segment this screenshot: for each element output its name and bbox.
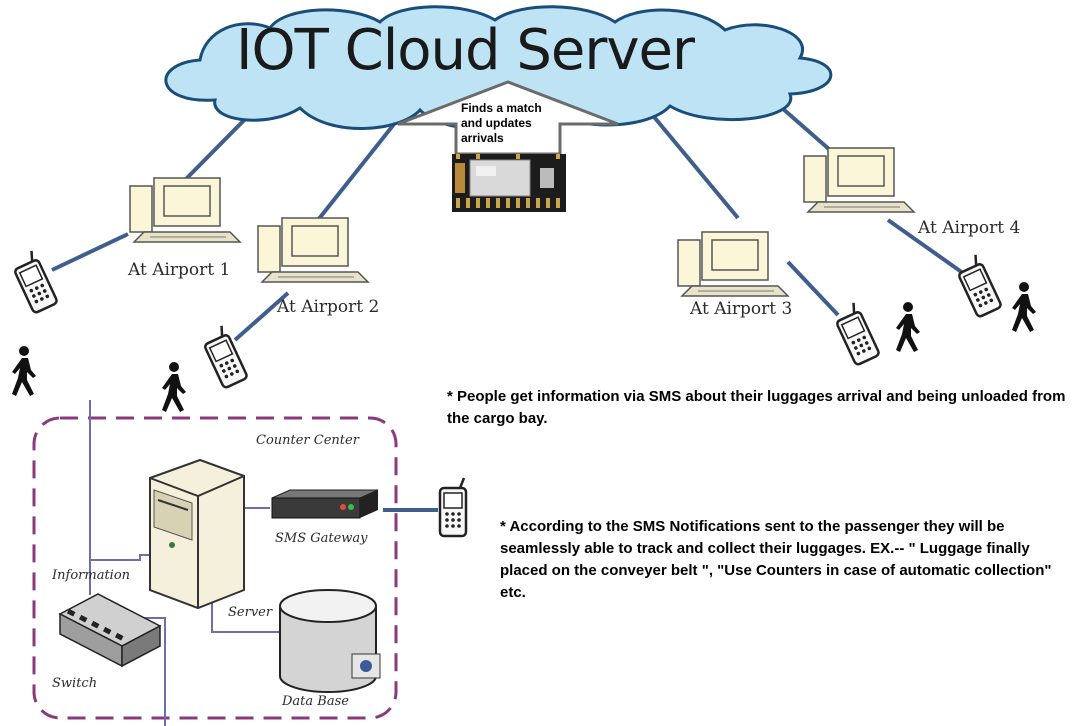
airport2-computer-icon bbox=[257, 217, 369, 283]
airport3-computer-icon bbox=[677, 231, 789, 297]
link-cloud-airport3 bbox=[638, 98, 740, 220]
cloud-shape bbox=[164, 5, 833, 131]
counter-center-label: Counter Center bbox=[256, 433, 359, 448]
airport4-label: At Airport 4 bbox=[918, 218, 1021, 238]
airport1-label: At Airport 1 bbox=[128, 260, 231, 280]
database-label: Data Base bbox=[282, 694, 349, 709]
sms-info-note: * People get information via SMS about t… bbox=[447, 388, 1066, 427]
counter-center-box bbox=[32, 416, 398, 720]
notifications-note: * According to the SMS Notifications sen… bbox=[500, 518, 1052, 601]
server-icon bbox=[149, 458, 245, 610]
airport2-person-icon bbox=[162, 362, 186, 412]
airport1-computer-icon bbox=[129, 177, 241, 243]
airport2-label: At Airport 2 bbox=[277, 297, 380, 317]
airport3-person-icon bbox=[896, 302, 920, 352]
cloud-title: IOT Cloud Server bbox=[236, 18, 695, 83]
match-note-line-3: arrivals bbox=[461, 131, 504, 143]
switch-device-icon bbox=[58, 593, 162, 668]
switch-label: Switch bbox=[52, 676, 98, 691]
airport3-label: At Airport 3 bbox=[690, 299, 793, 319]
airport4-computer-icon bbox=[803, 147, 915, 213]
counter-phone-icon bbox=[438, 476, 468, 538]
link-airport1-phone bbox=[51, 232, 129, 272]
upload-arrow bbox=[397, 80, 619, 156]
airport1-person-icon bbox=[12, 346, 36, 396]
airport3-phone-icon bbox=[830, 300, 882, 367]
airport4-person-icon bbox=[1012, 282, 1036, 332]
link-airport2-phone bbox=[233, 291, 290, 342]
link-airport4-phone bbox=[886, 218, 972, 280]
sms-gateway-label: SMS Gateway bbox=[275, 531, 368, 546]
database-icon bbox=[279, 589, 381, 693]
airport4-phone-icon bbox=[952, 252, 1004, 319]
match-note-line-1: Finds a match bbox=[461, 101, 542, 115]
server-label: Server bbox=[228, 605, 273, 620]
airport1-phone-icon bbox=[8, 248, 60, 315]
information-label: Information bbox=[52, 568, 131, 583]
match-note-line-2: and updates bbox=[461, 116, 532, 130]
link-airport3-phone bbox=[786, 260, 840, 317]
nodemcu-board-icon bbox=[452, 154, 566, 212]
sms-gateway-device-icon bbox=[271, 489, 379, 519]
